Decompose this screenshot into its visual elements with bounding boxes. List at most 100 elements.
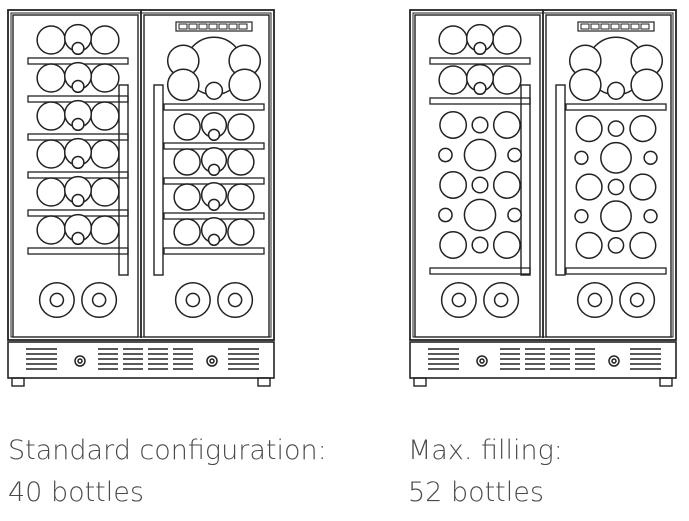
shelf-rail	[429, 97, 531, 105]
knob-inner	[209, 358, 215, 364]
control-panel-frame	[175, 21, 253, 32]
bottle-end	[575, 115, 603, 143]
bottle-end	[36, 177, 66, 207]
bottle-stack	[574, 115, 658, 259]
wire-shelf	[429, 97, 531, 105]
bottle-end	[463, 138, 497, 172]
bottle-neck	[471, 176, 489, 194]
knob-inner	[77, 358, 83, 364]
bottle-neck	[438, 147, 453, 163]
vent-grille	[98, 348, 193, 370]
bottle-neck	[473, 41, 487, 56]
bottle-neck	[574, 209, 589, 224]
knob-inner	[479, 358, 485, 364]
bottle-end	[173, 113, 201, 141]
left-door-handle	[118, 84, 129, 276]
shelf-rail	[27, 247, 129, 255]
bottle-ring	[227, 292, 243, 308]
shelf-rail	[565, 267, 667, 275]
bottle-neck	[71, 117, 85, 132]
control-panel-frame	[577, 21, 655, 32]
foot	[11, 377, 25, 387]
left-door	[414, 14, 541, 338]
bottle-ring	[493, 292, 509, 308]
bottle-end	[600, 200, 632, 233]
top-bottle-row	[568, 36, 664, 102]
bottle-row	[36, 137, 120, 170]
bottom-bottle-row	[38, 281, 118, 319]
bottle-end	[227, 113, 255, 141]
bottle-end	[173, 183, 201, 211]
bottle-end	[227, 218, 255, 246]
bottle-neck	[71, 193, 85, 208]
bottle-row	[173, 146, 255, 177]
bottle-row	[438, 23, 522, 56]
vent-grille	[428, 348, 459, 370]
bottle-end	[439, 111, 468, 139]
bottle-end	[492, 111, 521, 139]
bottle-end	[90, 215, 120, 245]
caption-title: Standard configuration:	[8, 435, 327, 466]
shelf-rail	[429, 267, 531, 275]
bottle-end	[90, 63, 120, 93]
bottle-end	[600, 141, 632, 174]
bottle-end	[173, 148, 201, 176]
bottle-end	[568, 68, 602, 102]
bottle-neck	[507, 207, 522, 223]
bottle-end	[492, 231, 521, 259]
wire-shelf	[163, 103, 265, 111]
control-button-icon	[188, 23, 198, 30]
bottle-ring	[91, 292, 107, 308]
bottle-end	[227, 148, 255, 176]
bottle-end	[228, 68, 262, 102]
bottle-end	[629, 231, 657, 259]
control-button-icon	[610, 23, 620, 30]
adjustment-knob	[206, 355, 218, 367]
control-button-icon	[208, 23, 218, 30]
adjustment-knob	[476, 355, 488, 367]
bottle-row	[173, 181, 255, 212]
wire-shelf	[565, 267, 667, 275]
fridge-max-filling	[409, 9, 677, 387]
control-button-icon	[228, 23, 238, 30]
control-button-icon	[630, 23, 640, 30]
control-button-icon	[590, 23, 600, 30]
wire-shelf	[429, 57, 531, 65]
foot	[659, 377, 673, 387]
bottle-neck	[607, 237, 625, 254]
bottle-neck	[574, 150, 589, 165]
bottle-end	[438, 25, 468, 55]
foot	[257, 377, 271, 387]
caption-bottle-count: 52 bottles	[408, 477, 544, 508]
bottle-ring	[629, 292, 645, 308]
caption-max-filling: Max. filling: 52 bottles	[408, 430, 563, 514]
bottle-neck	[643, 209, 658, 224]
shelf-rail	[429, 57, 531, 65]
bottle-neck	[71, 231, 85, 246]
bottle-end	[90, 177, 120, 207]
bottle-end	[492, 65, 522, 95]
wire-shelf	[565, 103, 667, 111]
bottom-bottle-row	[576, 281, 656, 319]
bottle-neck	[607, 120, 625, 137]
wire-shelf	[163, 247, 265, 255]
knob-inner	[611, 358, 617, 364]
caption-bottle-count: 40 bottles	[8, 477, 144, 508]
base-kickplate	[409, 341, 677, 379]
bottle-neck	[207, 163, 221, 177]
bottle-ring	[451, 292, 467, 308]
bottle-end	[630, 68, 664, 102]
bottle-end	[173, 218, 201, 246]
bottle-end	[439, 231, 468, 259]
control-button-icon	[198, 23, 208, 30]
bottle-neck	[71, 155, 85, 170]
top-bottle-row	[166, 36, 262, 102]
bottle-neck	[507, 147, 522, 163]
wire-shelf	[429, 267, 531, 275]
bottle-end	[439, 171, 468, 199]
control-button-icon	[580, 23, 590, 30]
caption-title: Max. filling:	[408, 435, 563, 466]
bottle-neck	[207, 233, 221, 247]
control-button-icon	[600, 23, 610, 30]
